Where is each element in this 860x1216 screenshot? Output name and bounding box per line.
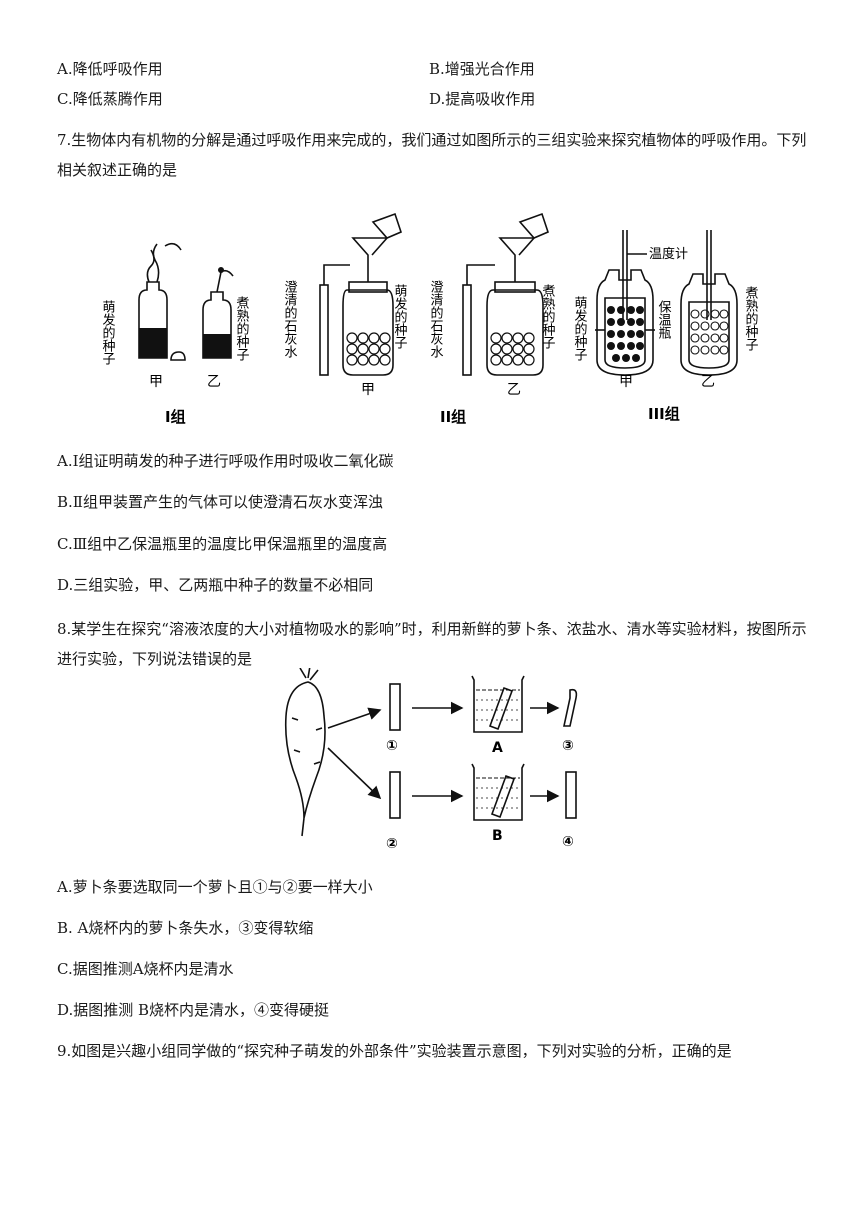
q7-stem: 7.生物体内有机物的分解是通过呼吸作用来完成的，我们通过如图所示的三组实验来探究… bbox=[57, 131, 807, 179]
group2-jia-apparatus bbox=[319, 212, 402, 376]
group3-apparatus bbox=[595, 230, 738, 376]
label-n2: ② bbox=[386, 836, 398, 852]
g3-jia-label: 甲 bbox=[619, 374, 633, 390]
label-n3: ③ bbox=[562, 738, 574, 754]
group1-apparatus bbox=[138, 242, 234, 361]
q7-option-c: C.Ⅲ组中乙保温瓶里的温度比甲保温瓶里的温度高 bbox=[57, 535, 388, 553]
g1-left-label: 萌发的种子 bbox=[100, 300, 116, 365]
beaker-a bbox=[471, 675, 525, 733]
beaker-b bbox=[471, 763, 525, 821]
q8-option-c: C.据图推测A烧杯内是清水 bbox=[57, 960, 234, 978]
q7-option-d: D.三组实验，甲、乙两瓶中种子的数量不必相同 bbox=[57, 576, 374, 594]
q8-stem: 8.某学生在探究“溶液浓度的大小对植物吸水的影响”时，利用新鲜的萝卜条、浓盐水、… bbox=[57, 620, 807, 668]
radish-strip-2 bbox=[389, 771, 401, 819]
group2-yi-apparatus bbox=[462, 212, 549, 376]
label-n4: ④ bbox=[562, 834, 574, 850]
g2-jar-b-label: 煮熟的种子 bbox=[540, 284, 556, 349]
g2-left-label: 澄清的石灰水 bbox=[282, 280, 298, 358]
g3-right-label: 煮熟的种子 bbox=[743, 286, 759, 351]
radish-illustration bbox=[284, 668, 326, 837]
q7-option-a: A.Ⅰ组证明萌发的种子进行呼吸作用时吸收二氧化碳 bbox=[57, 452, 394, 470]
q6-option-b: B.增强光合作用 bbox=[429, 60, 535, 78]
g1-yi-label: 乙 bbox=[207, 374, 221, 390]
q8-option-b: B. A烧杯内的萝卜条失水，③变得软缩 bbox=[57, 919, 314, 937]
g3-mid-label: 保温瓶 bbox=[656, 300, 672, 340]
q6-option-d: D.提高吸收作用 bbox=[429, 90, 536, 108]
radish-strip-3-soft bbox=[563, 688, 578, 727]
radish-strip-4-firm bbox=[565, 771, 577, 819]
g3-yi-label: 乙 bbox=[701, 374, 715, 390]
g1-right-label: 煮熟的种子 bbox=[234, 296, 250, 361]
g2-yi-label: 乙 bbox=[507, 382, 521, 398]
g3-left-label: 萌发的种子 bbox=[572, 296, 588, 361]
q8-option-d: D.据图推测 B烧杯内是清水，④变得硬挺 bbox=[57, 1001, 330, 1019]
q7-figure: 萌发的种子 煮熟的种子 甲 乙 I组 澄清的石灰水 萌发的种子 甲 澄清的石灰水 bbox=[100, 212, 759, 426]
q8-figure: ① ② A B ③ ④ bbox=[284, 668, 578, 852]
g2-left-label-b: 澄清的石灰水 bbox=[428, 280, 444, 358]
g3-thermo-label: 温度计 bbox=[649, 246, 688, 262]
q9-stem: 9.如图是兴趣小组同学做的“探究种子萌发的外部条件”实验装置示意图，下列对实验的… bbox=[57, 1042, 732, 1060]
q6-option-a: A.降低呼吸作用 bbox=[57, 60, 163, 78]
q8-option-a: A.萝卜条要选取同一个萝卜且①与②要一样大小 bbox=[57, 878, 373, 896]
label-beaker-b: B bbox=[492, 828, 503, 844]
label-beaker-a: A bbox=[492, 740, 503, 756]
group3-label: III组 bbox=[648, 405, 680, 423]
q7-option-b: B.Ⅱ组甲装置产生的气体可以使澄清石灰水变浑浊 bbox=[57, 493, 383, 511]
group2-label: II组 bbox=[440, 408, 466, 426]
g2-jia-label: 甲 bbox=[361, 382, 375, 398]
radish-strip-1 bbox=[389, 683, 401, 731]
q6-option-c: C.降低蒸腾作用 bbox=[57, 90, 163, 108]
g1-jia-label: 甲 bbox=[149, 374, 163, 390]
group1-label: I组 bbox=[165, 408, 186, 426]
g2-jar-a-label: 萌发的种子 bbox=[392, 284, 408, 349]
label-n1: ① bbox=[386, 738, 398, 754]
